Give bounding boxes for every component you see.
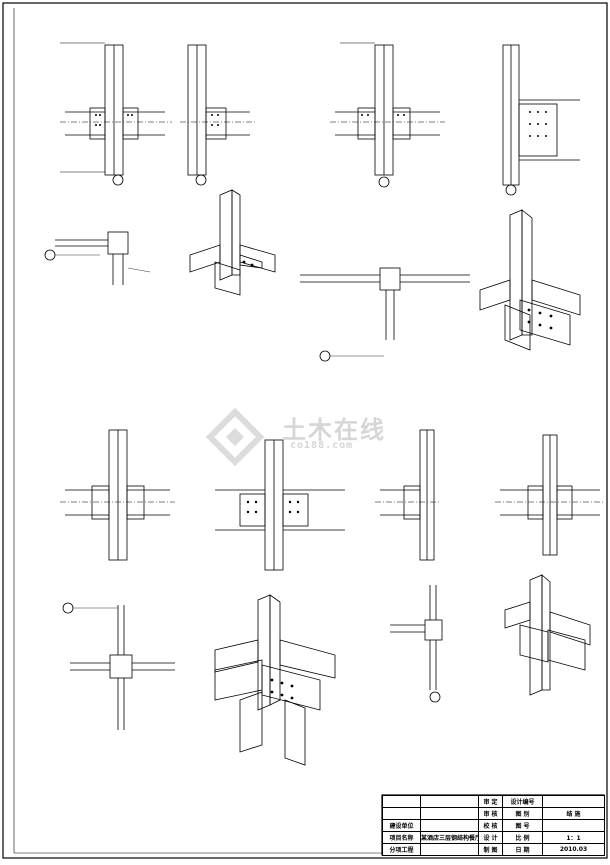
label-approve: 审 定 [478,795,503,808]
joint-detail-bottom-4 [495,434,604,556]
joint-detail-top-1 [60,42,172,186]
joint-detail-bottom-1 [60,429,175,561]
title-block-empty [382,795,421,808]
label-review: 审 核 [478,807,503,820]
label-drawing-category: 图 别 [502,807,543,820]
label-design: 设 计 [478,831,503,844]
title-block-empty [420,807,479,820]
value-design-number [542,795,605,808]
iso-top-1 [189,189,276,296]
joint-detail-bottom-3 [375,429,440,561]
plan-top-2 [300,267,470,362]
title-block-row-1: 审 定 设计编号 [382,795,605,808]
label-project-name: 项目名称 [382,831,421,844]
value-drawing-category: 结 施 [542,807,605,820]
joint-detail-top-4 [502,44,580,196]
watermark-title: 土木在线 [282,416,386,444]
title-block-empty [420,795,479,808]
label-drawing-number: 图 号 [502,819,543,832]
label-scale: 比 例 [502,831,543,844]
label-drafting: 制 图 [478,843,503,856]
joint-detail-bottom-2 [215,439,345,571]
plan-bottom-2 [390,585,443,703]
label-sub-project: 分项工程 [382,843,421,856]
joint-detail-top-2 [180,44,255,186]
iso-top-2 [479,209,581,351]
plan-bottom-1 [62,602,175,730]
title-block-empty [420,819,479,832]
iso-bottom-2 [504,574,591,696]
value-drawing-number [542,819,605,832]
title-block-row-5: 分项工程 制 图 日 期 2010.03 [382,843,605,856]
watermark-logo-icon [205,407,265,467]
watermark-url: co188.com [290,440,354,451]
label-client: 建设单位 [382,819,421,832]
value-project-name: 某酒店三层钢结构餐厅 [420,831,479,844]
title-block-row-3: 建设单位 校 核 图 号 [382,819,605,832]
label-check: 校 核 [478,819,503,832]
label-date: 日 期 [502,843,543,856]
value-date: 2010.03 [542,843,605,856]
plan-top-1 [44,231,151,285]
label-design-number: 设计编号 [502,795,543,808]
title-block-row-4: 项目名称 某酒店三层钢结构餐厅 设 计 比 例 1：1 [382,831,605,844]
title-block-empty [420,843,479,856]
joint-detail-top-3 [330,42,445,188]
title-block: 审 定 设计编号 审 核 图 别 结 施 建设单位 校 核 图 号 项目名称 某… [382,795,605,856]
iso-bottom-1 [214,594,336,766]
title-block-row-2: 审 核 图 别 结 施 [382,807,605,820]
title-block-empty [382,807,421,820]
value-scale: 1：1 [542,831,605,844]
